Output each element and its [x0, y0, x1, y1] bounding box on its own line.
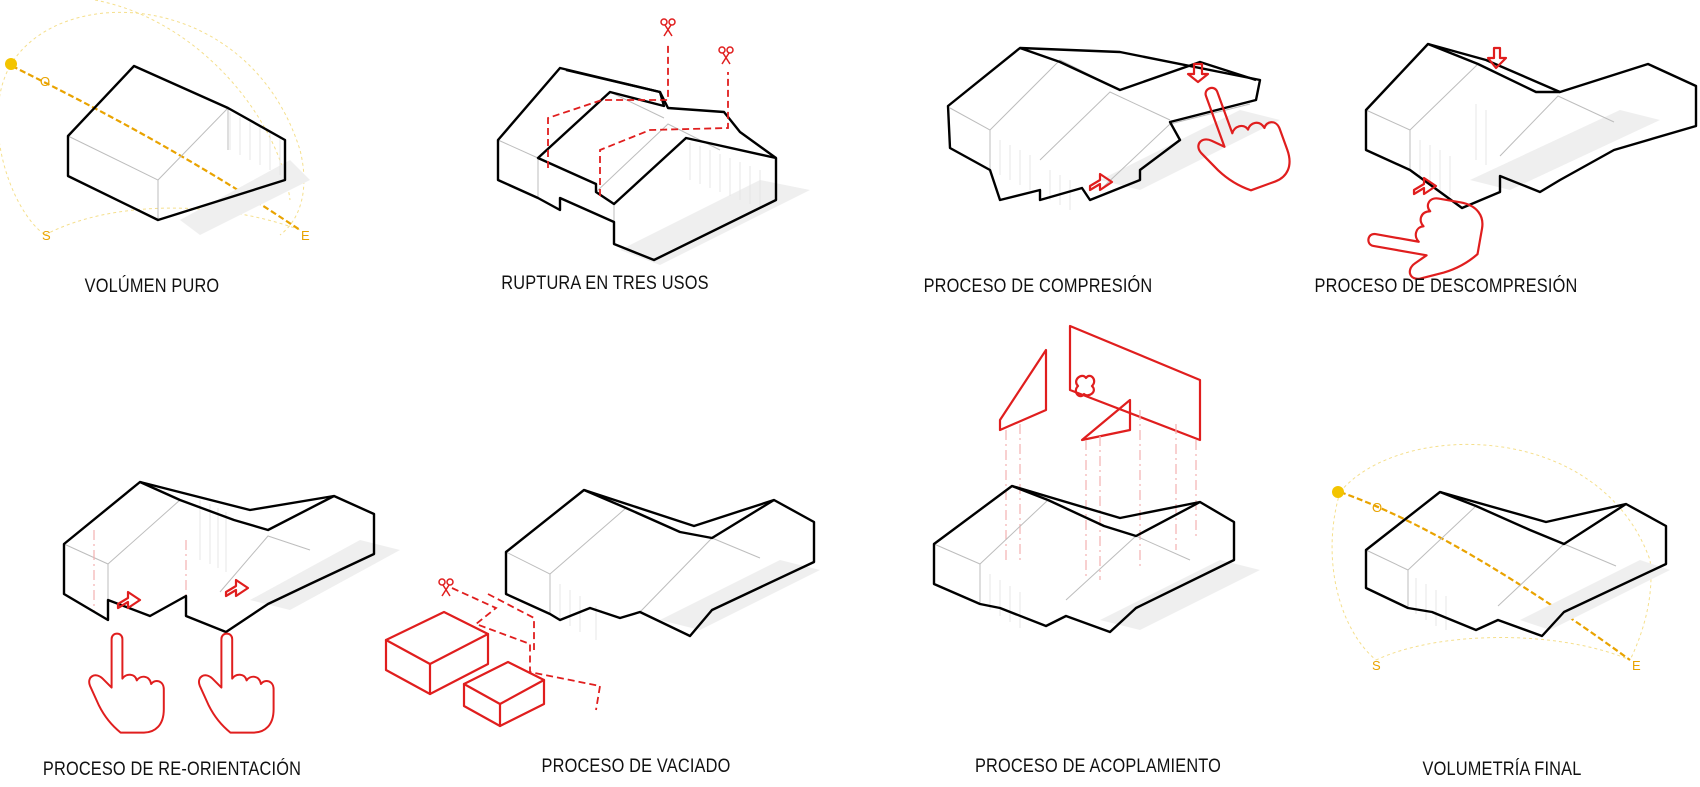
compression-arrows [1088, 62, 1210, 192]
sun-icon [5, 58, 17, 70]
void-extractions [384, 578, 602, 728]
hand-icon [1362, 186, 1487, 290]
caption-reorientacion: PROCESO DE RE-ORIENTACIÓN [42, 759, 302, 780]
final-volume [1364, 490, 1668, 638]
split-volume [496, 66, 778, 262]
diagram-compresion [946, 46, 1298, 210]
south-label: S [42, 228, 51, 243]
hand-icon [88, 632, 165, 734]
pure-volume [66, 64, 287, 222]
coupling-connector-icon [1074, 374, 1096, 398]
hollowed-volume [504, 488, 816, 640]
rotate-arrow-icon [116, 590, 142, 610]
scissor-icon [438, 578, 454, 597]
sun-trajectory [1339, 490, 1631, 661]
hand-icon [197, 632, 275, 734]
decompression-arrows [1412, 46, 1508, 196]
caption-ruptura: RUPTURA EN TRES USOS [501, 273, 709, 294]
caption-acoplamiento: PROCESO DE ACOPLAMIENTO [974, 756, 1222, 777]
extracted-box [462, 660, 546, 728]
caption-compresion: PROCESO DE COMPRESIÓN [923, 276, 1153, 297]
decompressed-volume [1364, 42, 1698, 210]
scissor-icon [660, 18, 676, 37]
reoriented-volume [62, 480, 376, 634]
sun-path-diagram: O S E [1331, 443, 1652, 673]
diagram-acoplamiento [932, 324, 1260, 634]
diagram-descompresion [1362, 42, 1698, 290]
east-label: E [301, 228, 310, 243]
diagram-volumetria-final: O S E [1331, 443, 1670, 673]
sun-path-diagram: O S E [0, 0, 310, 243]
east-label: E [1632, 658, 1641, 673]
diagram-volumen-puro: O S E [0, 0, 310, 243]
diagram-reorientacion [62, 480, 400, 734]
sun-icon [1332, 486, 1344, 498]
scissor-icon [718, 46, 734, 65]
coupling-pieces [998, 324, 1202, 580]
push-arrow-icon [1186, 62, 1210, 84]
rotate-arrow-icon [224, 578, 250, 598]
diagram-ruptura [496, 18, 810, 265]
caption-vaciado: PROCESO DE VACIADO [541, 756, 731, 777]
sun-trajectory [11, 65, 301, 231]
cut-lines [547, 18, 734, 196]
caption-volumetria-final: VOLUMETRÍA FINAL [1422, 759, 1582, 780]
south-label: S [1372, 658, 1381, 673]
west-label: O [1372, 500, 1382, 515]
caption-volumen-puro: VOLÚMEN PURO [84, 276, 220, 297]
pull-arrow-icon [1486, 46, 1508, 70]
coupled-volume [932, 484, 1236, 634]
caption-descompresion: PROCESO DE DESCOMPRESIÓN [1314, 276, 1578, 297]
west-label: O [40, 74, 50, 89]
diagram-vaciado [384, 488, 820, 728]
extracted-box [384, 610, 490, 696]
